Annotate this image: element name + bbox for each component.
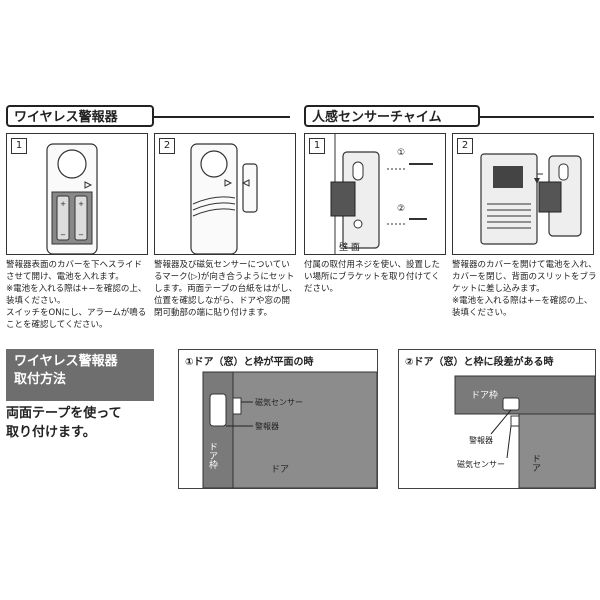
chime-step1-panel: 1 ① ② 壁 面 [304,133,446,255]
diagram1-title: ①ドア（窓）と枠が平面の時 [185,357,314,368]
marker-1: ① [397,148,406,158]
header-rule-right [480,116,594,118]
diagram1-frame-label: ドア枠 [207,442,217,469]
diagram2-title: ②ドア（窓）と枠に段差がある時 [405,357,554,368]
wall-label: 壁 面 [339,243,360,253]
bracket-mount-illustration [330,134,433,254]
step-mount-drawing [454,375,595,488]
flat-mount-diagram: ①ドア（窓）と枠が平面の時 磁気センサー 警報器 ドア枠 ドア [178,349,378,489]
step-number: 1 [309,138,325,154]
svg-text:−: − [60,231,66,239]
step-number: 2 [457,138,473,154]
diagram1-door-label: ドア [271,465,290,475]
header-rule-left [154,116,290,118]
marker-2: ② [397,204,406,214]
motion-chime-header: 人感センサーチャイム [304,105,480,127]
step-number: 2 [159,138,175,154]
alarm-step1-panel: 1 + + − − [6,133,148,255]
chime-step2-caption: 警報器のカバーを開けて電池を入れ、カバーを閉じ、背面のスリットをブラケットに差し… [452,260,597,318]
diagram2-alarm-label: 警報器 [469,436,493,445]
step-mount-diagram: ②ドア（窓）と枠に段差がある時 ドア枠 警報器 磁気センサー ドア [398,349,596,489]
diagram1-alarm-label: 警報器 [255,422,279,431]
install-method-header: ワイヤレス警報器 取付方法 [6,349,154,401]
diagram1-sensor-label: 磁気センサー [255,398,303,407]
diagram2-sensor-label: 磁気センサー [457,460,505,469]
step-number: 1 [11,138,27,154]
flat-mount-drawing [202,371,377,488]
alarm-step2-caption: 警報器及び磁気センサーについているマーク(▷)が向き合うようにセットします。両面… [154,260,298,318]
alarm-step2-panel: 2 [154,133,296,255]
diagram2-frame-label: ドア枠 [471,391,499,401]
alarm-step1-caption: 警報器表面のカバーを下へスライドさせて開け、電池を入れます。 ※電池を入れる際は… [6,260,147,330]
install-method-body: 両面テープを使って 取り付けます。 [6,406,122,440]
wireless-alarm-header: ワイヤレス警報器 [6,105,154,127]
diagram2-door-label: ドア [530,454,540,472]
chime-step2-panel: 2 [452,133,594,255]
chime-step1-caption: 付属の取付用ネジを使い、設置したい場所にブラケットを取り付けてください。 [304,260,441,294]
svg-text:−: − [78,231,84,239]
svg-text:+: + [78,200,84,208]
chime-attach-illustration [480,153,582,245]
alarm-sensor-illustration [190,143,258,254]
alarm-battery-illustration: + + − − [46,143,98,254]
svg-text:+: + [60,200,66,208]
